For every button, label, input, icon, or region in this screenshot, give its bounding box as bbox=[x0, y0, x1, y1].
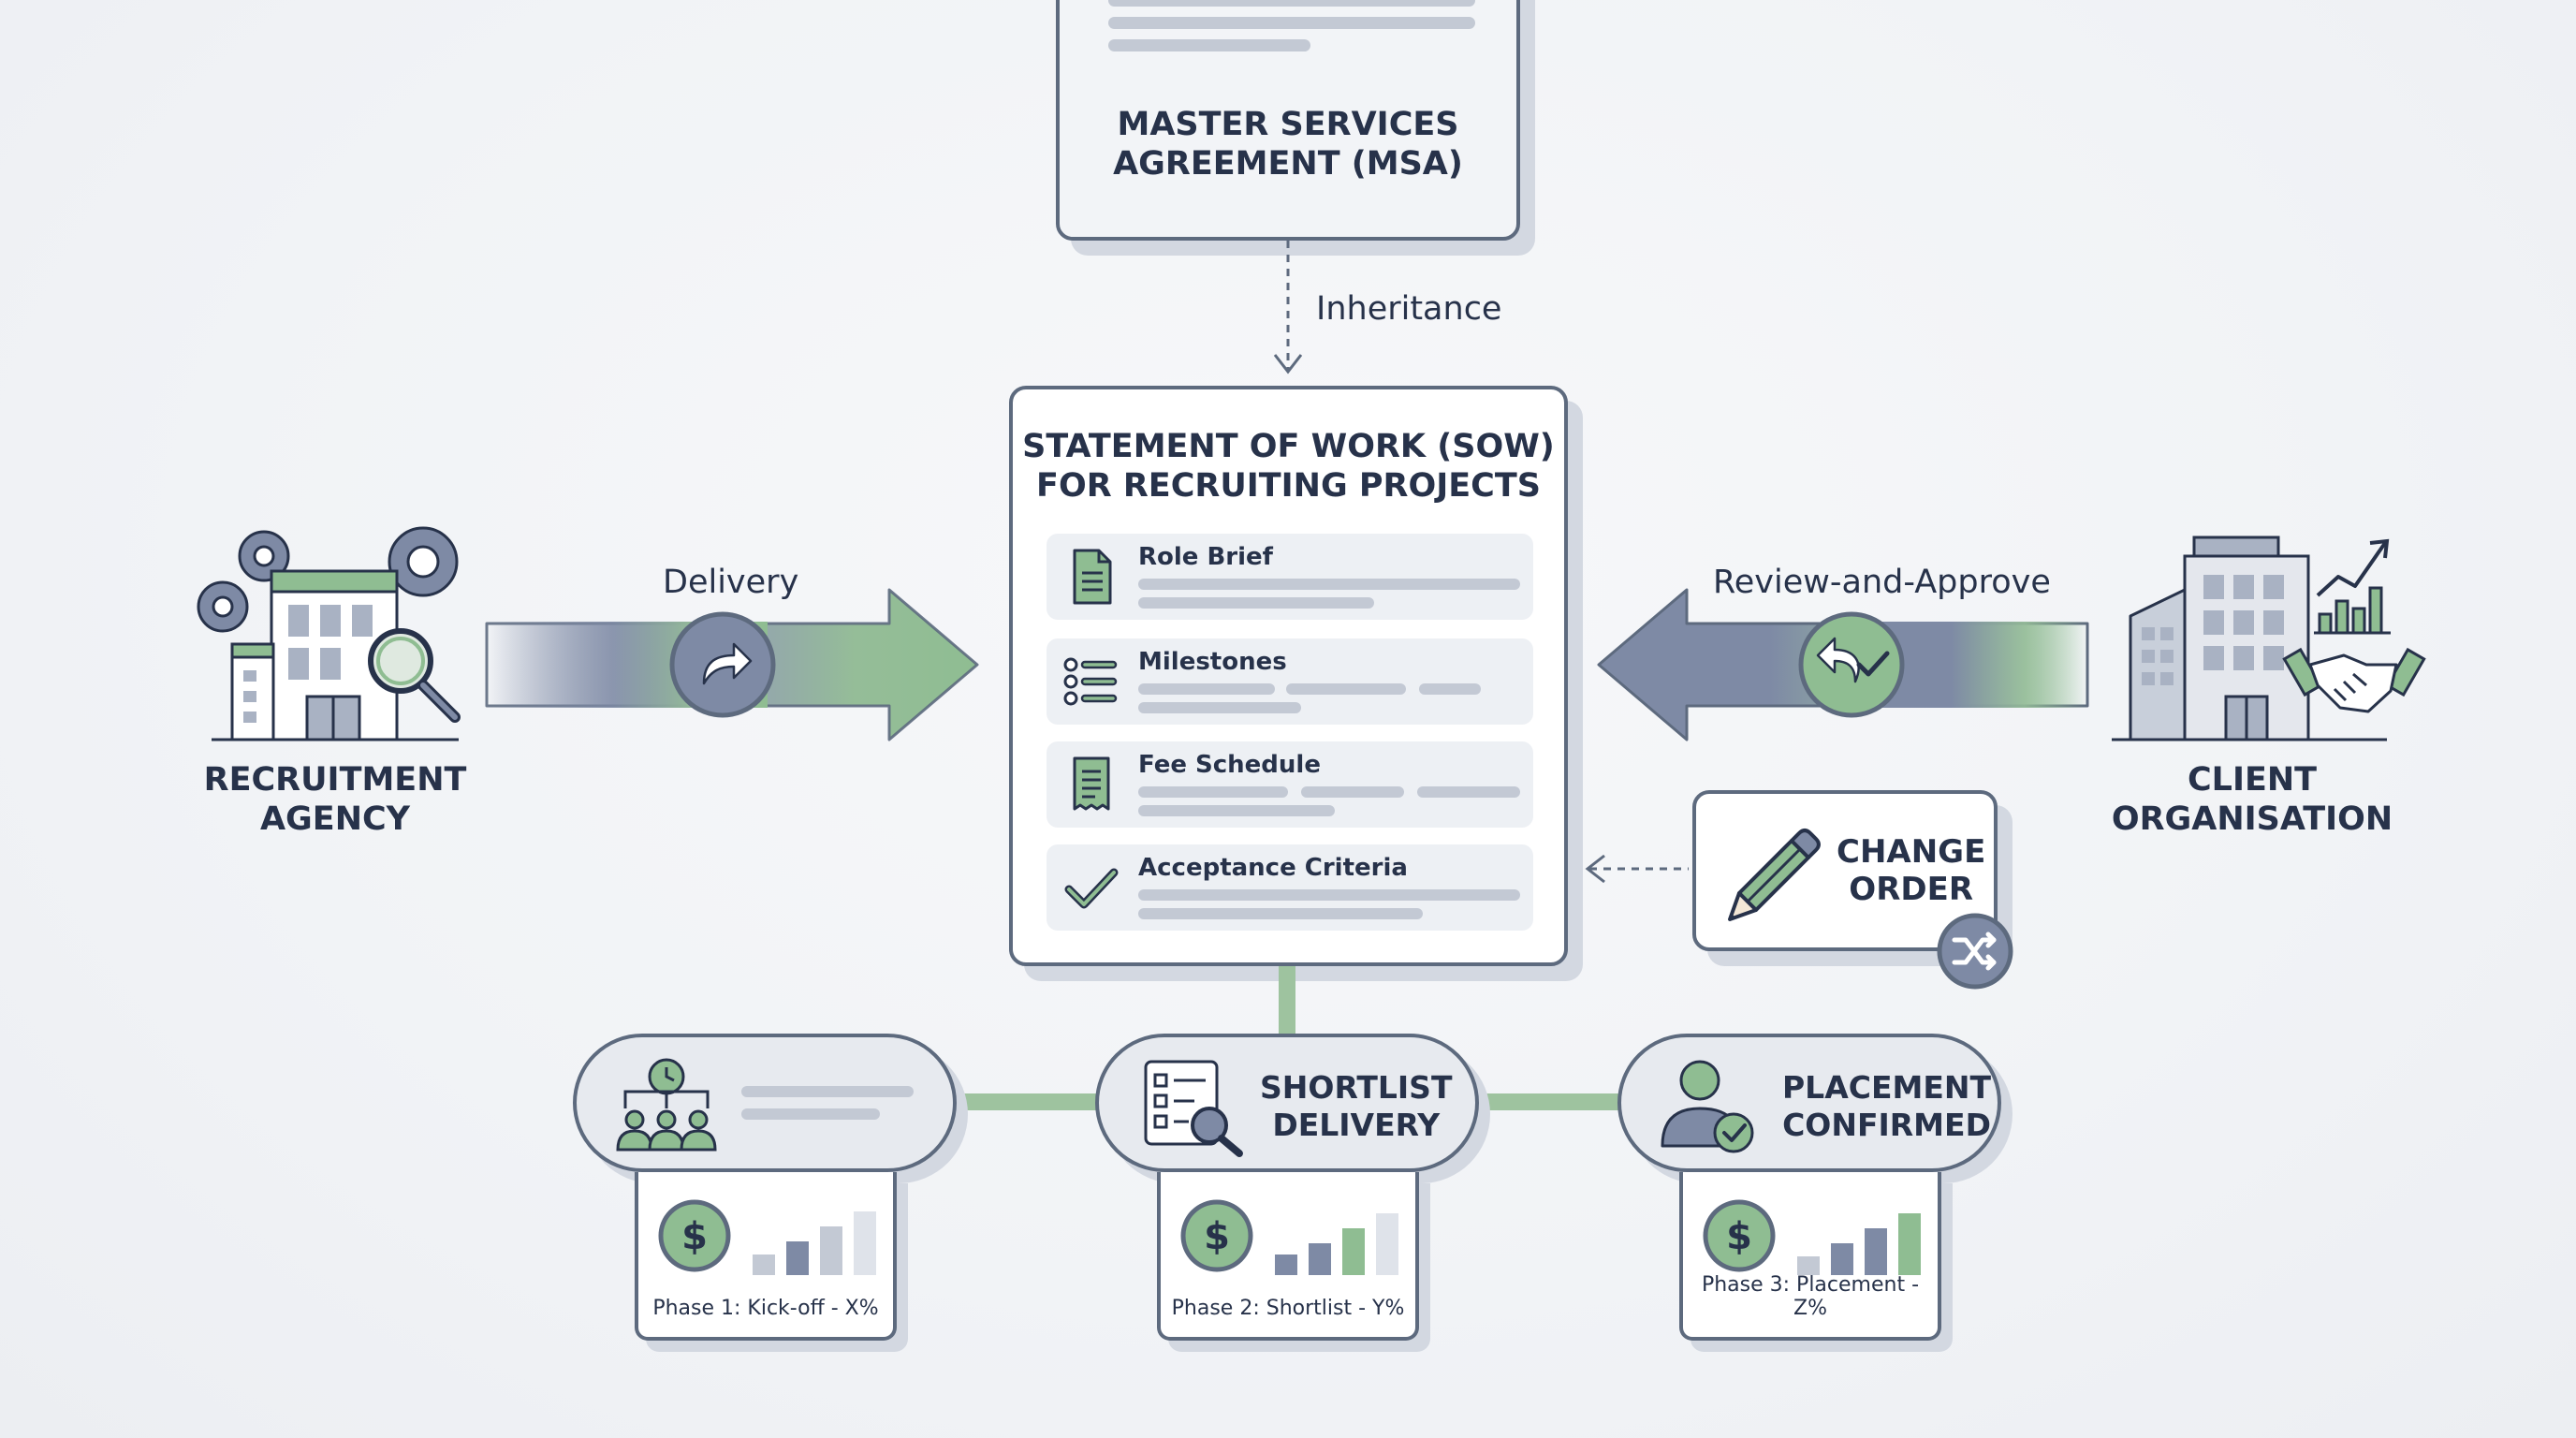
text-placeholder-bar bbox=[1138, 702, 1301, 713]
phase-connector bbox=[953, 1093, 1105, 1110]
dollar-icon: $ bbox=[658, 1199, 731, 1272]
msa-card: MASTER SERVICES AGREEMENT (MSA) bbox=[1056, 0, 1520, 241]
svg-text:$: $ bbox=[1726, 1215, 1752, 1258]
dollar-icon: $ bbox=[1703, 1199, 1776, 1272]
bar-chart-icon bbox=[1275, 1213, 1398, 1275]
text-placeholder-bar bbox=[741, 1086, 914, 1097]
change-order-card[interactable]: CHANGE ORDER bbox=[1692, 790, 1998, 951]
checklist-icon bbox=[1063, 657, 1118, 706]
shuffle-icon[interactable] bbox=[1936, 912, 2014, 990]
phase-2-pill[interactable]: SHORTLIST DELIVERY bbox=[1095, 1034, 1479, 1172]
redirect-arrow-icon[interactable] bbox=[668, 610, 777, 719]
bar-chart-icon bbox=[753, 1211, 876, 1275]
phase-2-payment-label: Phase 2: Shortlist - Y% bbox=[1171, 1297, 1405, 1320]
client-building-icon bbox=[2112, 536, 2426, 741]
sow-section-milestones: Milestones bbox=[1046, 638, 1533, 725]
phase-1-pill[interactable] bbox=[573, 1034, 957, 1172]
text-placeholder-bar bbox=[1138, 889, 1520, 901]
msa-text-line bbox=[1108, 0, 1475, 7]
checkmark-icon bbox=[1064, 868, 1119, 909]
text-placeholder-bar bbox=[1138, 805, 1335, 816]
team-meeting-icon bbox=[616, 1058, 717, 1152]
phase-3-payment-label: Phase 3: Placement - Z% bbox=[1701, 1273, 1920, 1320]
sow-to-phases-connector bbox=[1279, 966, 1295, 1039]
inheritance-arrow bbox=[1273, 241, 1303, 374]
text-placeholder-bar bbox=[1419, 683, 1481, 695]
sow-section-fee-schedule: Fee Schedule bbox=[1046, 741, 1533, 828]
msa-text-line bbox=[1108, 17, 1475, 29]
sow-title: STATEMENT OF WORK (SOW) FOR RECRUITING P… bbox=[1022, 428, 1555, 505]
text-placeholder-bar bbox=[1138, 597, 1374, 609]
user-check-icon bbox=[1661, 1060, 1754, 1153]
agency-title: RECRUITMENT AGENCY bbox=[203, 761, 467, 838]
client-title: CLIENT ORGANISATION bbox=[2111, 761, 2393, 838]
text-placeholder-bar bbox=[1138, 683, 1275, 695]
dollar-icon: $ bbox=[1180, 1199, 1253, 1272]
review-approve-label: Review-and-Approve bbox=[1713, 564, 2051, 601]
phase-3-payment-card: $ Phase 3: Placement - Z% bbox=[1679, 1172, 1941, 1341]
sow-section-acceptance-criteria: Acceptance Criteria bbox=[1046, 844, 1533, 931]
receipt-icon bbox=[1073, 756, 1110, 811]
section-title: Acceptance Criteria bbox=[1138, 854, 1408, 882]
agency-building-icon bbox=[197, 526, 461, 741]
text-placeholder-bar bbox=[1417, 786, 1520, 798]
section-title: Role Brief bbox=[1138, 543, 1273, 571]
text-placeholder-bar bbox=[1301, 786, 1404, 798]
svg-text:$: $ bbox=[1204, 1215, 1230, 1258]
phase-connector bbox=[1477, 1093, 1625, 1110]
sow-card: STATEMENT OF WORK (SOW) FOR RECRUITING P… bbox=[1009, 386, 1568, 966]
phase-2-payment-card: $ Phase 2: Shortlist - Y% bbox=[1157, 1172, 1419, 1341]
change-order-title: CHANGE ORDER bbox=[1837, 833, 1986, 908]
phase-2-title: SHORTLIST DELIVERY bbox=[1260, 1069, 1453, 1143]
phase-1-payment-card: $ Phase 1: Kick-off - X% bbox=[635, 1172, 897, 1341]
text-placeholder-bar bbox=[1286, 683, 1406, 695]
text-placeholder-bar bbox=[1138, 908, 1423, 919]
change-order-arrow bbox=[1585, 854, 1689, 884]
shortlist-search-icon bbox=[1144, 1060, 1243, 1157]
text-placeholder-bar bbox=[1138, 786, 1288, 798]
phase-3-pill[interactable]: PLACEMENT CONFIRMED bbox=[1617, 1034, 2001, 1172]
section-title: Fee Schedule bbox=[1138, 751, 1321, 779]
undo-check-icon[interactable] bbox=[1797, 610, 1906, 719]
msa-title: MASTER SERVICES AGREEMENT (MSA) bbox=[1113, 106, 1463, 183]
text-placeholder-bar bbox=[1138, 579, 1520, 590]
pencil-icon bbox=[1728, 829, 1821, 921]
phase-3-title: PLACEMENT CONFIRMED bbox=[1782, 1069, 1992, 1143]
delivery-label: Delivery bbox=[663, 564, 799, 601]
bar-chart-icon bbox=[1797, 1213, 1921, 1275]
section-title: Milestones bbox=[1138, 648, 1287, 676]
svg-text:$: $ bbox=[681, 1215, 708, 1258]
text-placeholder-bar bbox=[741, 1108, 880, 1120]
inheritance-label: Inheritance bbox=[1316, 290, 1502, 328]
phase-1-payment-label: Phase 1: Kick-off - X% bbox=[652, 1297, 879, 1320]
msa-text-line bbox=[1108, 39, 1310, 51]
sow-section-role-brief: Role Brief bbox=[1046, 534, 1533, 620]
document-icon bbox=[1073, 549, 1112, 605]
